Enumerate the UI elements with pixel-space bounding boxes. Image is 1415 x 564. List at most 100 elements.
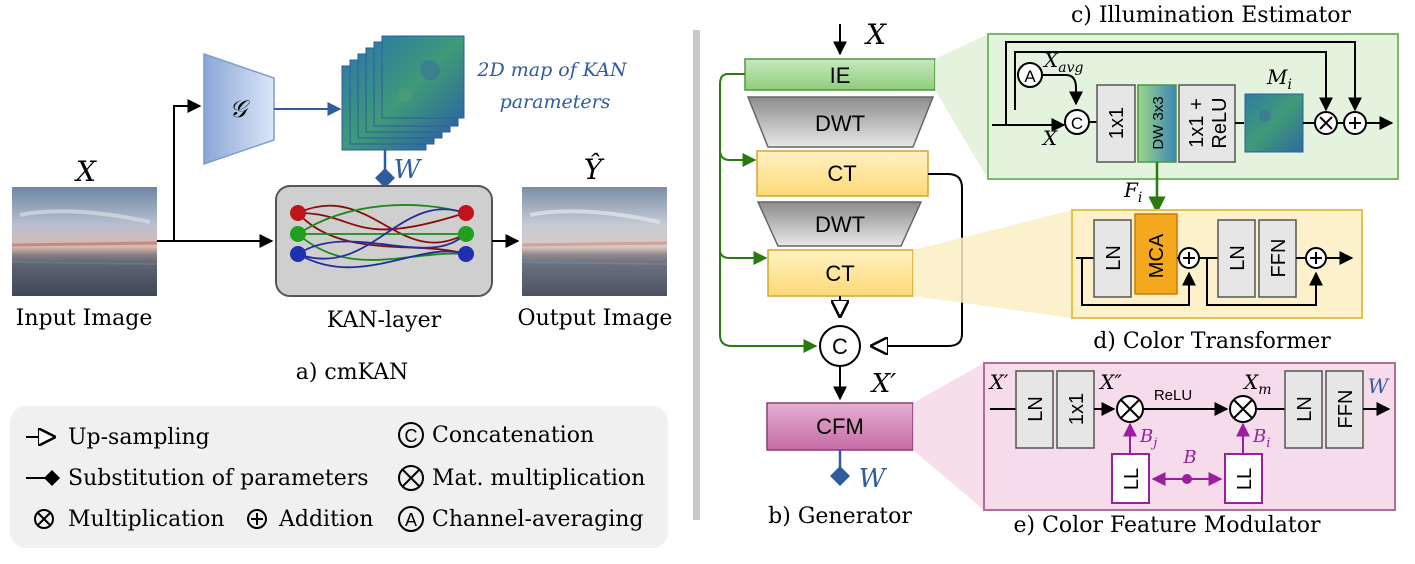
ie-dwconv-label: DW 3x3	[1150, 96, 1167, 149]
cfm-w-label: W	[1368, 374, 1390, 398]
cfm-callout-wedge	[913, 363, 984, 510]
ct-label-1: CT	[827, 161, 856, 186]
ie-conv-relu-label-2: ReLU	[1209, 97, 1231, 148]
caption-generator: b) Generator	[768, 504, 912, 529]
output-image	[521, 187, 668, 296]
ie-conv1x1-label: 1x1	[1106, 107, 1128, 139]
caption-ie: c) Illumination Estimator	[1071, 3, 1352, 28]
ct-ln1-label: LN	[1103, 245, 1125, 271]
cfm-label: CFM	[816, 414, 864, 439]
ct-add-node-2	[1305, 247, 1327, 269]
output-symbol: Ŷ	[584, 153, 605, 186]
input-image	[11, 187, 158, 296]
ct-ffn-label: FFN	[1268, 239, 1290, 278]
ct-residual-2	[1206, 258, 1323, 306]
arrow-input-to-g	[173, 99, 202, 241]
ie-x-label: X	[1041, 126, 1058, 150]
legend-box	[10, 406, 668, 548]
cfm-block	[766, 402, 914, 451]
ie-label: IE	[830, 63, 851, 88]
ct-callout-wedge	[913, 210, 1072, 318]
kan-node-red-in	[290, 205, 306, 221]
ie-to-ct1-link	[719, 73, 757, 167]
ie-illumination-map	[1244, 93, 1304, 153]
cfm-matmul-node-2	[1229, 395, 1257, 423]
g-network-block	[203, 52, 275, 166]
legend-concatenation: Concatenation	[432, 423, 594, 448]
caption-cmkan: a) cmKAN	[296, 360, 409, 385]
kan-parameter-maps	[341, 35, 465, 151]
ie-callout-wedge	[935, 34, 988, 179]
concatenation-icon-glyph: C	[405, 426, 418, 446]
legend: Up-sampling Substitution of parameters M…	[10, 406, 668, 548]
ie-avg-glyph: A	[1024, 67, 1036, 86]
cfm-ln1-label: LN	[1025, 396, 1047, 422]
legend-addition: Addition	[278, 507, 373, 532]
cfm-ll-label-2: LL	[1234, 468, 1256, 490]
kan-connections	[297, 204, 466, 269]
ie-block	[744, 58, 936, 91]
cfm-ln2-label: LN	[1294, 396, 1316, 422]
w-symbol: W	[394, 155, 423, 185]
cfm-xdprime-label: X″	[1098, 370, 1122, 394]
panel-color-transformer: LN MCA LN FFN d) Color Transformer	[1071, 209, 1363, 354]
ct-mca-label: MCA	[1146, 233, 1168, 278]
param-map-label-line2: parameters	[500, 91, 611, 113]
ie-avg-to-concat	[1042, 74, 1083, 106]
kan-node-red-out	[458, 205, 474, 221]
panel-illumination-estimator: c) Illumination Estimator A Xavg X C 1x1…	[987, 3, 1399, 180]
dwt-block-1	[746, 96, 935, 148]
cfm-b-node	[1182, 474, 1192, 484]
dwt-block-2	[756, 201, 923, 247]
cfm-xm-label: Xm	[1242, 370, 1272, 398]
channel-avg-icon	[398, 506, 424, 532]
legend-matmul: Mat. multiplication	[432, 466, 645, 491]
ie-bypass-outer	[1005, 41, 1362, 125]
ct-add-node-1	[1178, 247, 1200, 269]
input-image-label: Input Image	[16, 306, 153, 331]
ie-conv1x1-block	[1096, 84, 1136, 163]
input-symbol: X	[74, 155, 97, 188]
ie-mi-label: Mi	[1266, 65, 1292, 93]
panel-generator: X IE DWT CT DWT CT C X′ CFM W b) Generat…	[719, 18, 963, 529]
ct-ln2-label: LN	[1227, 245, 1249, 271]
panel-divider	[693, 30, 700, 520]
cfm-bj-label: Bj	[1139, 426, 1157, 451]
cfm-xprime-label: X′	[988, 370, 1009, 394]
kan-node-blue-out	[458, 246, 474, 262]
cfm-ll-block-1	[1111, 453, 1150, 504]
multiplication-icon	[34, 509, 54, 529]
cfm-ll-label-1: LL	[1121, 468, 1143, 490]
ie-xavg-label: Xavg	[1042, 48, 1084, 76]
matmul-icon	[398, 465, 424, 491]
addition-icon	[247, 509, 267, 529]
legend-channel-avg: Channel-averaging	[432, 507, 644, 532]
ie-bypass-inner	[1014, 51, 1333, 112]
kan-node-green-out	[458, 226, 474, 242]
kan-layer-label: KAN-layer	[327, 308, 442, 333]
ie-to-concat-link	[719, 250, 818, 353]
caption-ct: d) Color Transformer	[1093, 329, 1331, 354]
ct-block-1	[756, 150, 929, 197]
cfm-conv-label: 1x1	[1066, 393, 1088, 425]
ct-mca-block	[1134, 213, 1178, 295]
legend-upsampling: Up-sampling	[68, 425, 210, 450]
param-map-label-line1: 2D map of KAN	[476, 59, 628, 81]
cfm-b-label: B	[1182, 447, 1196, 468]
channel-avg-icon-glyph: A	[405, 510, 417, 530]
concat-node-glyph: C	[832, 334, 848, 359]
g-symbol: 𝒢	[229, 95, 250, 123]
generator-input-symbol: X	[864, 18, 887, 51]
ct-ln1-block	[1093, 219, 1132, 298]
panel-color-feature-modulator: X′ LN 1x1 X″ ReLU Xm LN FFN W LL LL	[983, 362, 1396, 538]
cfm-relu-label: ReLU	[1154, 387, 1192, 404]
kan-layer-box	[275, 185, 493, 297]
generator-w-symbol: W	[859, 464, 888, 494]
kan-node-blue-in	[290, 246, 306, 262]
cfm-ln1-block	[1015, 370, 1054, 449]
output-image-label: Output Image	[518, 306, 673, 331]
ie-concat-glyph: C	[1071, 114, 1083, 133]
dwt-label-2: DWT	[815, 212, 865, 237]
panel-cmkan: X Input Image 𝒢 2D map of KAN parameters	[11, 35, 673, 385]
